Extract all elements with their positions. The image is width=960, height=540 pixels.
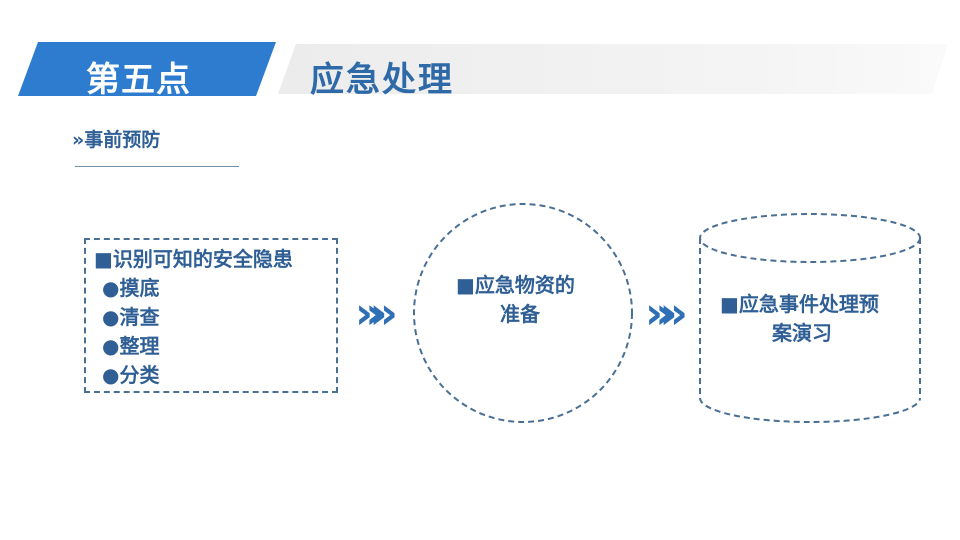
- list-item: ●摸底: [102, 276, 160, 300]
- drill-text: ■应急事件处理预 案演习: [720, 290, 879, 348]
- chevron-right-icon: »»: [645, 288, 688, 339]
- hazard-list: ●摸底 ●清查 ●整理 ●分类: [102, 274, 159, 390]
- supplies-circle: [413, 203, 633, 423]
- title-banner: [278, 44, 948, 94]
- subtitle: »事前预防: [72, 129, 161, 151]
- hazard-heading: ■识别可知的安全隐患: [94, 247, 293, 271]
- page-title: 应急处理: [310, 60, 454, 100]
- section-label: 第五点: [86, 60, 191, 100]
- section-banner: [18, 42, 276, 96]
- supplies-line1: ■应急物资的: [456, 273, 575, 297]
- drill-line1: ■应急事件处理预: [720, 292, 879, 316]
- hazard-box: [84, 238, 338, 393]
- list-item: ●清查: [102, 305, 160, 329]
- drill-line2: 案演习: [772, 321, 832, 345]
- supplies-text: ■应急物资的 准备: [456, 271, 575, 329]
- list-item: ●整理: [102, 334, 160, 358]
- supplies-line2: 准备: [500, 302, 540, 326]
- drill-cylinder: [699, 213, 921, 423]
- subtitle-underline: [75, 166, 239, 167]
- list-item: ●分类: [102, 363, 160, 387]
